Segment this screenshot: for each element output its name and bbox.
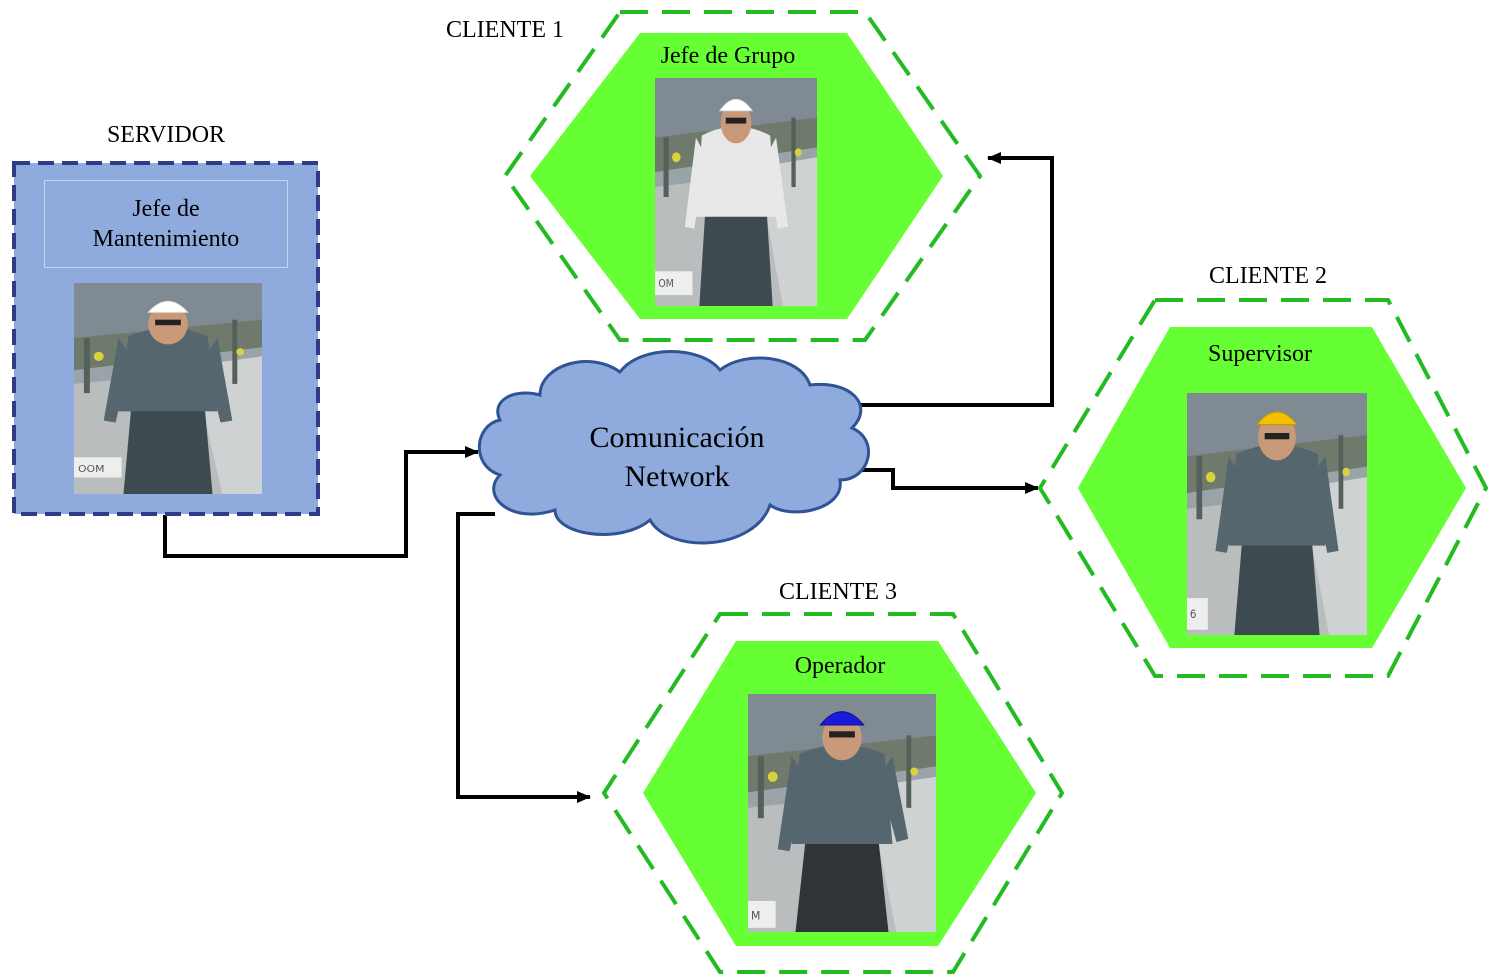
client-node-1: CLIENTE 1 Jefe de Grupo OM: [446, 10, 983, 342]
cloud-label-line2: Network: [625, 460, 730, 493]
client-3-avatar: M: [748, 694, 936, 932]
client-2-hex-outline: [1037, 298, 1488, 678]
server-sign-text: OOM: [78, 463, 105, 475]
client-3-role: Operador: [795, 653, 886, 679]
client-1-caption: CLIENTE 1: [446, 17, 564, 43]
client-2-caption: CLIENTE 2: [1209, 263, 1327, 289]
connectors: [163, 152, 1054, 803]
client-2-sign-text: 6: [1190, 608, 1197, 622]
server-node: SERVIDOR OOM: [12, 122, 320, 516]
server-role-line2: Mantenimiento: [92, 226, 240, 252]
client-1-avatar: OM: [655, 78, 817, 306]
server-role-line1: Jefe de: [132, 196, 200, 222]
client-3-caption: CLIENTE 3: [779, 579, 897, 605]
server-caption: SERVIDOR: [107, 122, 225, 148]
connector-network-to-cliente1: [858, 152, 1054, 407]
connector-server-to-network: [163, 446, 479, 558]
connector-network-to-cliente2: [862, 468, 1039, 494]
client-3-hex-outline: [601, 612, 1065, 974]
client-3-sign-text: M: [751, 909, 760, 922]
network-cloud: Comunicación Network: [477, 350, 870, 545]
client-1-sign-text: OM: [658, 279, 673, 291]
client-2-role: Supervisor: [1208, 341, 1312, 367]
client-1-role: Jefe de Grupo: [661, 43, 796, 69]
client-1-hex-outline: [502, 10, 983, 342]
server-role-box: Jefe de Mantenimiento: [44, 180, 288, 268]
server-avatar: OOM: [74, 283, 262, 494]
client-2-avatar: 6: [1187, 393, 1367, 635]
cloud-shape: [477, 350, 870, 545]
cloud-label-line1: Comunicación: [590, 421, 765, 454]
connector-network-to-cliente3: [456, 512, 591, 803]
client-node-2: CLIENTE 2 Supervisor 6: [1037, 263, 1488, 678]
client-node-3: CLIENTE 3 Operador M: [601, 579, 1065, 974]
